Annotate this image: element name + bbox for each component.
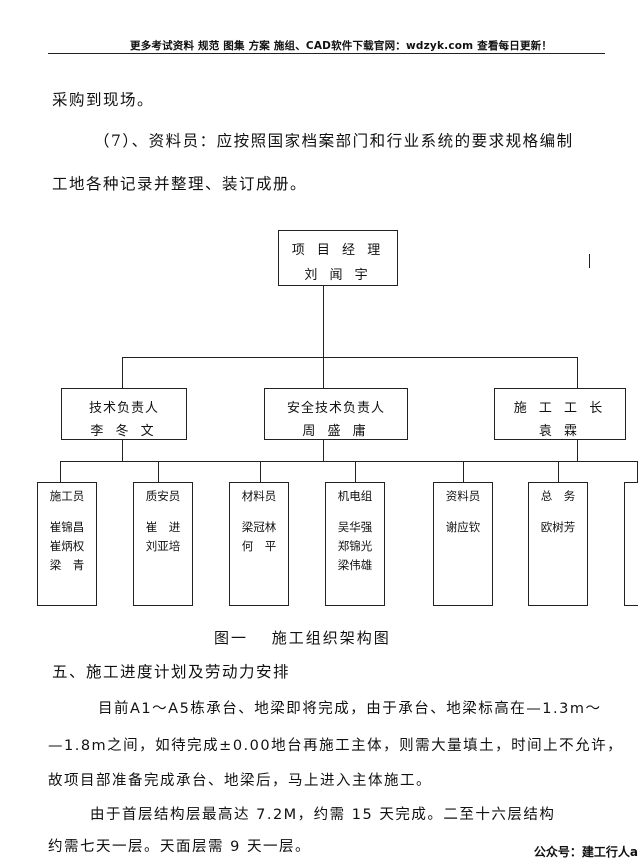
connector-line	[60, 461, 62, 483]
org-box-general-affairs: 总 务 欧树芳	[528, 482, 588, 606]
org-name: 欧树芳	[540, 520, 576, 534]
page-header: 更多考试资料 规范 图集 方案 施组、CAD软件下载官网：wdzyk.com 查…	[130, 40, 553, 52]
connector-line	[323, 357, 325, 389]
org-box-tech-lead: 技术负责人 李 冬 文	[61, 388, 187, 440]
body-line-3: 故项目部准备完成承台、地梁后，马上进入主体施工。	[48, 773, 432, 789]
org-name: 谢应钦	[445, 520, 481, 534]
section-title: 五、施工进度计划及劳动力安排	[52, 663, 291, 681]
org-box-partial	[624, 482, 638, 606]
org-box-electromech: 机电组 吴华强 郑锦光 梁伟雄	[325, 482, 385, 606]
org-name: 刘亚培	[145, 539, 181, 553]
connector-line	[323, 440, 325, 462]
org-name: 梁伟雄	[337, 558, 373, 572]
org-name: 周 盛 庸	[302, 424, 370, 439]
org-name: 李 冬 文	[90, 424, 158, 439]
org-name: 刘 闻 宇	[304, 268, 372, 283]
org-title: 材料员	[241, 489, 277, 503]
org-name: 梁冠林	[241, 520, 277, 534]
connector-line	[355, 461, 357, 483]
body-line-4: 由于首层结构层最高达 7.2M，约需 15 天完成。二至十六层结构	[90, 807, 556, 823]
org-name: 崔锦昌	[49, 520, 85, 534]
org-box-project-manager: 项 目 经 理 刘 闻 宇	[278, 230, 398, 286]
org-box-construction-staff: 施工员 崔锦昌 崔炳权 梁 青	[37, 482, 97, 606]
org-name: 崔 进	[145, 520, 181, 534]
org-title: 质安员	[145, 489, 181, 503]
org-box-quality-safety: 质安员 崔 进 刘亚培	[133, 482, 193, 606]
org-title: 技术负责人	[88, 401, 159, 416]
body-line-5: 约需七天一层。天面层需 9 天一层。	[48, 839, 311, 855]
paragraph-1: 采购到现场。	[52, 91, 155, 109]
org-title: 总 务	[540, 489, 576, 503]
org-name: 何 平	[241, 539, 277, 553]
org-title: 项 目 经 理	[291, 243, 385, 258]
header-divider	[48, 53, 605, 54]
org-name: 崔炳权	[49, 539, 85, 553]
connector-line	[260, 461, 262, 483]
figure-caption: 图一 施工组织架构图	[214, 629, 391, 647]
org-box-materials: 材料员 梁冠林 何 平	[229, 482, 289, 606]
paragraph-2: （7）、资料员：应按照国家档案部门和行业系统的要求规格编制	[94, 132, 574, 150]
paragraph-3: 工地各种记录并整理、装订成册。	[52, 175, 308, 193]
text-cursor	[589, 254, 591, 268]
connector-line	[577, 440, 579, 462]
connector-line	[463, 461, 465, 483]
connector-line	[558, 461, 560, 483]
org-name: 梁 青	[49, 558, 85, 572]
org-name: 吴华强	[337, 520, 373, 534]
connector-line	[122, 440, 124, 462]
org-title: 施工员	[49, 489, 85, 503]
org-title: 施 工 工 长	[513, 401, 607, 416]
org-box-foreman: 施 工 工 长 袁 霖	[494, 388, 626, 440]
connector-line	[323, 286, 325, 358]
connector-line	[577, 357, 579, 389]
connector-line	[158, 461, 160, 483]
org-title: 机电组	[337, 489, 373, 503]
org-box-documentation: 资料员 谢应钦	[433, 482, 493, 606]
org-box-safety-lead: 安全技术负责人 周 盛 庸	[264, 388, 408, 440]
connector-line	[60, 461, 638, 463]
footer-watermark: 公众号：建工行人a	[533, 845, 638, 859]
connector-line	[122, 357, 124, 389]
body-line-1: 目前A1～A5栋承台、地梁即将完成，由于承台、地梁标高在—1.3m～	[98, 701, 602, 717]
org-title: 资料员	[445, 489, 481, 503]
org-name: 郑锦光	[337, 539, 373, 553]
body-line-2: —1.8m之间，如待完成±0.00地台再施工主体，则需大量填土，时间上不允许，	[48, 738, 624, 754]
connector-line	[122, 357, 578, 359]
org-title: 安全技术负责人	[286, 401, 385, 416]
org-name: 袁 霖	[538, 424, 582, 439]
